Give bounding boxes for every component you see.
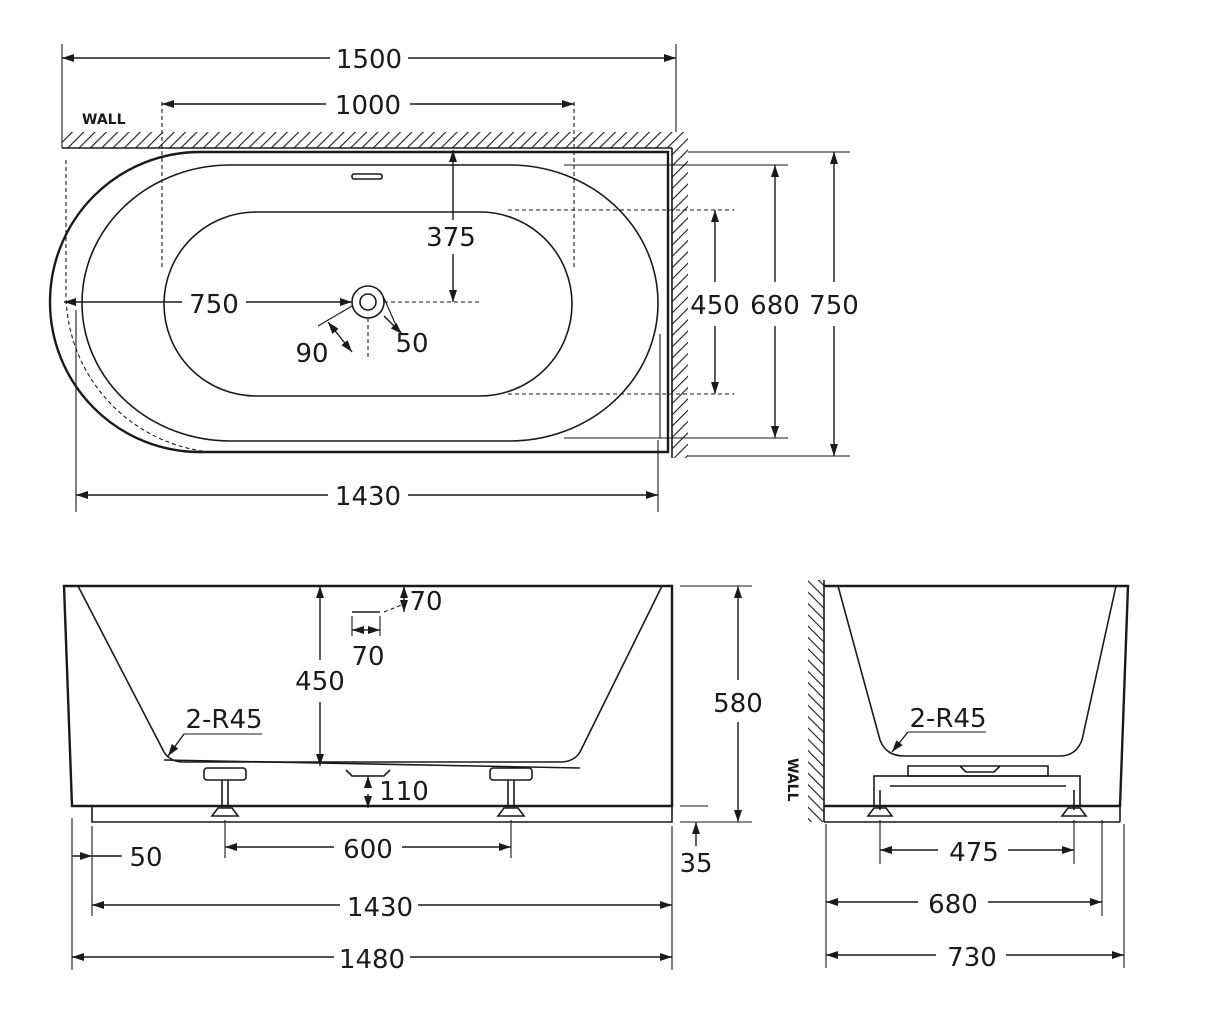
side-wall (808, 580, 824, 822)
plan-waste-inner (359, 293, 377, 311)
plan-tub-rim (81, 164, 659, 442)
plan-dim-750-depth: 750 (809, 291, 859, 321)
front-dim-35: 35 (679, 849, 712, 879)
plan-wall-label: WALL (82, 112, 126, 128)
plan-dim-750-waste: 750 (189, 290, 239, 320)
plan-dim-1500: 1500 (336, 45, 402, 75)
front-dim-70-height: 70 (409, 587, 442, 617)
front-plinth (91, 806, 673, 823)
side-dim-475: 475 (949, 838, 999, 868)
plan-dim-1000: 1000 (335, 91, 401, 121)
front-radius-label: 2-R45 (185, 705, 262, 735)
side-radius-label: 2-R45 (909, 704, 986, 734)
plan-top-wall (62, 132, 688, 148)
front-foot-right (489, 767, 533, 781)
side-skirt (824, 584, 1130, 808)
plan-right-wall (672, 132, 688, 458)
side-dim-730: 730 (947, 943, 997, 973)
side-basin-profile (837, 585, 1117, 757)
front-elevation: 70 70 450 2-R45 110 580 35 600 (62, 584, 763, 975)
side-elevation: WALL 2-R45 475 680 (784, 580, 1130, 973)
side-dim-680: 680 (928, 890, 978, 920)
front-foot-left (203, 767, 247, 781)
front-dim-1480: 1480 (339, 945, 405, 975)
plan-overflow (351, 173, 383, 180)
front-dim-70-width: 70 (351, 642, 384, 672)
front-dim-580: 580 (713, 689, 763, 719)
front-dim-600: 600 (343, 835, 393, 865)
front-waste (345, 769, 391, 777)
front-dim-50: 50 (129, 843, 162, 873)
plan-dim-1430: 1430 (335, 482, 401, 512)
plan-waste-outer (351, 285, 385, 319)
front-skirt (62, 584, 674, 808)
plan-dim-90: 90 (295, 339, 328, 369)
front-dim-450: 450 (295, 667, 345, 697)
front-basin-profile (77, 585, 663, 763)
front-dim-110: 110 (379, 777, 429, 807)
plan-dim-375: 375 (426, 223, 476, 253)
plan-skirt-dashed (65, 160, 211, 453)
plan-tub-basin (163, 211, 573, 397)
plan-dim-680: 680 (750, 291, 800, 321)
plan-dim-50: 50 (395, 329, 428, 359)
side-base-frame (873, 775, 1081, 807)
plan-dim-450: 450 (690, 291, 740, 321)
front-dim-1430: 1430 (347, 893, 413, 923)
plan-view: WALL 1500 1000 (48, 44, 859, 512)
plan-tub-outer (48, 150, 670, 454)
side-wall-label: WALL (784, 758, 800, 802)
